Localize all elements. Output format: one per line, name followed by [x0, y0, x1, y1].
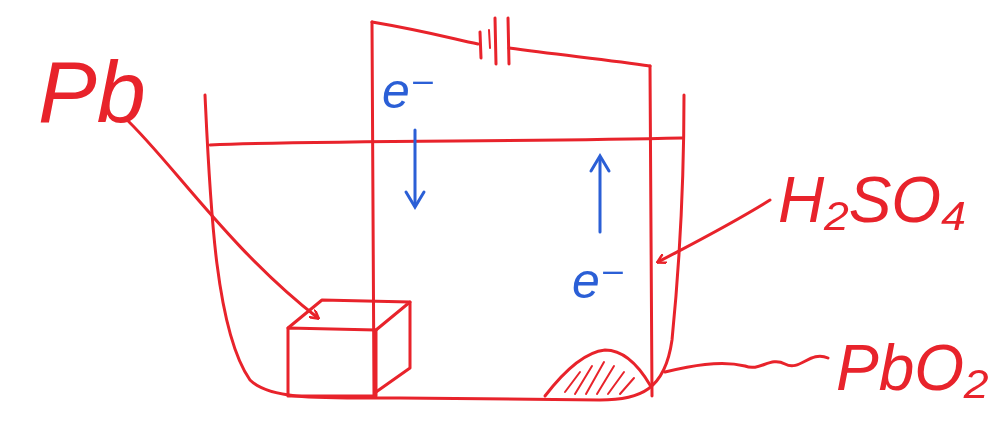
battery-plate [480, 32, 481, 58]
part-label: PbO₂ [836, 336, 988, 400]
battery-plate [495, 18, 496, 64]
leader-line [665, 356, 828, 372]
pile-hatch [565, 362, 634, 394]
lead-dioxide-pile [545, 350, 650, 396]
part-label: Pb [38, 48, 146, 136]
leader-line [125, 118, 318, 318]
lead-cube [288, 300, 410, 330]
wire [372, 22, 478, 44]
electron-label: e⁻ [572, 256, 626, 306]
electron-label: e⁻ [382, 66, 436, 116]
leader-line [658, 200, 770, 262]
right-electrode [650, 66, 652, 396]
lead-cube [288, 328, 376, 396]
wire [509, 48, 650, 66]
electron-arrow [599, 158, 602, 232]
lead-cube [376, 302, 410, 392]
battery-plate [508, 18, 509, 64]
electron-arrowhead [406, 192, 424, 207]
battery-mark [489, 30, 490, 48]
electron-arrowhead [591, 156, 609, 171]
liquid-surface [210, 138, 682, 145]
electron-arrow [414, 130, 417, 205]
beaker [205, 95, 684, 400]
part-label: H₂SO₄ [778, 168, 967, 232]
left-electrode [372, 22, 374, 395]
